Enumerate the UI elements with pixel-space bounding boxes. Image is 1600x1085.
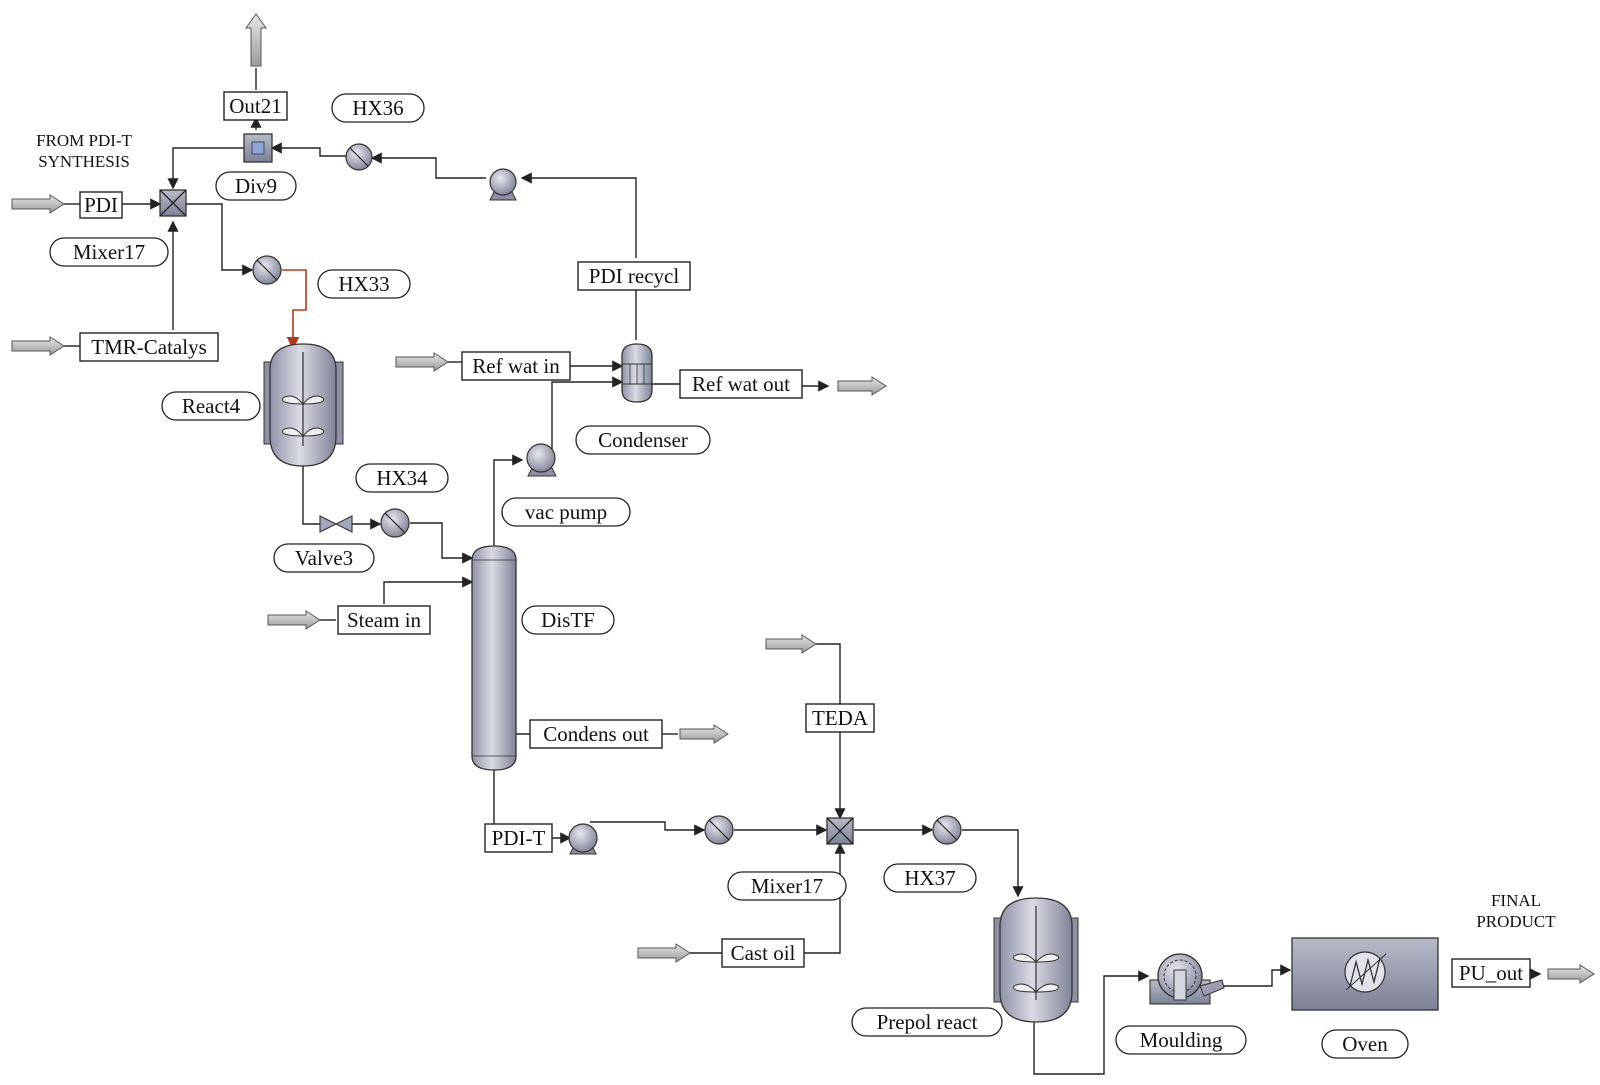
- svg-text:Condenser: Condenser: [598, 428, 688, 452]
- svg-text:FINAL: FINAL: [1491, 891, 1541, 910]
- svg-text:HX36: HX36: [352, 96, 403, 120]
- feed-arrow-ref-wat-in: [395, 352, 449, 372]
- label-valve3: Valve3: [273, 543, 375, 573]
- feed-arrow-teda: [765, 634, 817, 654]
- label-hx33: HX33: [317, 269, 411, 299]
- stream-out21: Out21: [223, 91, 288, 121]
- stream-ref-wat-out: Ref wat out: [679, 369, 803, 399]
- label-hx37: HX37: [883, 863, 977, 893]
- valve3-icon: [319, 515, 353, 533]
- label-mixer17-bottom: Mixer17: [727, 871, 847, 901]
- svg-text:Out21: Out21: [229, 94, 282, 118]
- hx33-heat-exchanger-icon: [252, 255, 282, 285]
- svg-text:TMR-Catalys: TMR-Catalys: [91, 335, 207, 359]
- exit-arrow-condens: [679, 724, 729, 744]
- stream-pdi-recycl: PDI recycl: [577, 261, 691, 291]
- stream-condens-out: Condens out: [529, 719, 663, 749]
- svg-text:React4: React4: [182, 394, 241, 418]
- div9-splitter-icon: [243, 133, 273, 163]
- oven-icon: [1291, 937, 1439, 1011]
- svg-text:PU_out: PU_out: [1459, 961, 1523, 985]
- feed-arrow-cast-oil: [637, 943, 691, 963]
- hx34-heat-exchanger-icon: [380, 508, 410, 538]
- svg-text:Steam in: Steam in: [347, 608, 422, 632]
- stream-cast-oil: Cast oil: [721, 938, 805, 968]
- hx37-heat-exchanger-icon: [932, 815, 962, 845]
- svg-text:DisTF: DisTF: [541, 608, 595, 632]
- svg-text:HX34: HX34: [376, 466, 428, 490]
- vac-pump-icon: [526, 443, 557, 477]
- label-distf: DisTF: [521, 605, 615, 635]
- stream-tmr-catalys: TMR-Catalys: [79, 332, 219, 362]
- svg-text:Moulding: Moulding: [1140, 1028, 1223, 1052]
- pdi-t-pump-icon: [568, 823, 598, 855]
- exit-arrow-ref-wat-out: [837, 376, 887, 396]
- exit-arrow-pu-out: [1547, 964, 1595, 984]
- stream-steam-in: Steam in: [337, 605, 431, 635]
- label-prepol-react: Prepol react: [851, 1007, 1003, 1037]
- hx36-heat-exchanger-icon: [345, 143, 373, 171]
- label-vac-pump: vac pump: [501, 497, 631, 527]
- header-final-product: FINAL PRODUCT: [1476, 891, 1556, 931]
- svg-text:Oven: Oven: [1342, 1032, 1388, 1056]
- hx-heat-exchanger-icon: [704, 815, 734, 845]
- svg-text:PDI recycl: PDI recycl: [589, 264, 680, 288]
- feed-arrow-pdi: [11, 194, 65, 214]
- moulding-icon: [1149, 953, 1225, 1005]
- svg-text:Prepol react: Prepol react: [877, 1010, 978, 1034]
- label-mixer17-top: Mixer17: [49, 237, 169, 267]
- exit-arrow-up: [245, 13, 267, 67]
- svg-text:HX37: HX37: [904, 866, 955, 890]
- svg-text:Ref wat out: Ref wat out: [692, 372, 790, 396]
- svg-text:SYNTHESIS: SYNTHESIS: [38, 152, 130, 171]
- label-div9: Div9: [215, 171, 297, 201]
- svg-text:PDI-T: PDI-T: [492, 826, 546, 850]
- label-condenser: Condenser: [575, 425, 711, 455]
- stream-ref-wat-in: Ref wat in: [461, 351, 571, 381]
- header-from-pdi-t-synthesis: FROM PDI-T SYNTHESIS: [36, 131, 132, 171]
- label-hx34: HX34: [355, 463, 449, 493]
- condenser-icon: [621, 343, 653, 403]
- label-oven: Oven: [1321, 1029, 1409, 1059]
- svg-text:Mixer17: Mixer17: [751, 874, 823, 898]
- distf-column-icon: [471, 545, 517, 771]
- prepol-reactor-icon: [993, 897, 1079, 1023]
- svg-text:HX33: HX33: [338, 272, 389, 296]
- react4-reactor-icon: [263, 343, 344, 467]
- svg-text:Ref wat in: Ref wat in: [472, 354, 560, 378]
- label-moulding: Moulding: [1115, 1025, 1247, 1055]
- svg-text:Cast oil: Cast oil: [731, 941, 796, 965]
- svg-text:Mixer17: Mixer17: [73, 240, 145, 264]
- mixer17-top-icon: [159, 189, 187, 217]
- mixer17-bottom-icon: [826, 817, 854, 845]
- svg-text:Div9: Div9: [235, 174, 277, 198]
- stream-teda: TEDA: [805, 703, 875, 733]
- feed-arrow-tmr: [11, 336, 65, 356]
- stream-pu-out: PU_out: [1451, 958, 1531, 988]
- svg-text:FROM PDI-T: FROM PDI-T: [36, 131, 132, 150]
- feed-arrows: [11, 13, 1595, 984]
- svg-text:vac pump: vac pump: [525, 500, 607, 524]
- svg-text:PDI: PDI: [84, 193, 118, 217]
- svg-text:Condens out: Condens out: [543, 722, 649, 746]
- stream-pdi: PDI: [79, 191, 123, 219]
- stream-pdi-t: PDI-T: [484, 823, 553, 853]
- svg-text:TEDA: TEDA: [812, 706, 869, 730]
- svg-text:PRODUCT: PRODUCT: [1476, 912, 1556, 931]
- svg-text:Valve3: Valve3: [295, 546, 353, 570]
- feed-arrow-steam: [267, 610, 321, 630]
- label-react4: React4: [161, 391, 261, 421]
- recycle-pump-icon: [489, 168, 517, 201]
- label-hx36: HX36: [331, 93, 425, 123]
